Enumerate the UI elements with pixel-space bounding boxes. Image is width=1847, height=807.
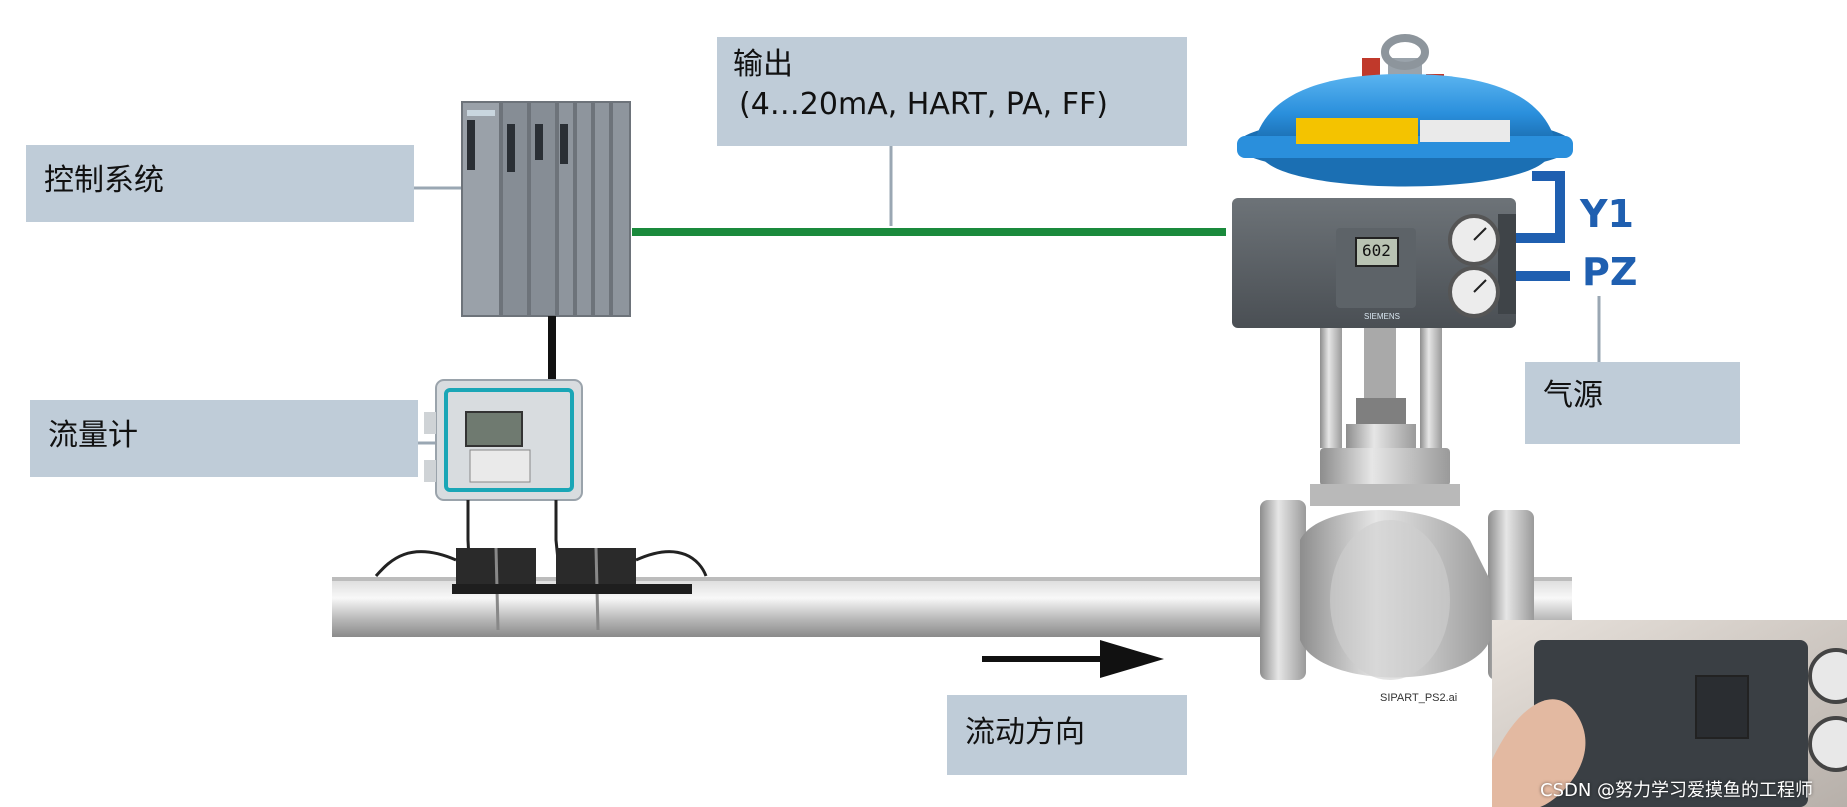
image-caption: SIPART_PS2.ai (1380, 692, 1458, 704)
inset-photo (1492, 620, 1847, 807)
output-protocols-text: (4…20mA, HART, PA, FF) (739, 87, 1108, 122)
flow-direction-text: 流动方向 (965, 715, 1085, 750)
control-valve (1232, 34, 1573, 680)
label-air-supply: 气源 (1525, 362, 1740, 444)
positioner-lcd-text: 602 (1362, 241, 1391, 260)
air-supply-text: 气源 (1543, 378, 1603, 413)
plc-rack (461, 101, 631, 317)
label-control-system: 控制系统 (26, 145, 414, 222)
watermark: CSDN @努力学习爱摸鱼的工程师 (1540, 780, 1814, 801)
flowmeter-device (374, 379, 708, 631)
positioner-brand-text: SIEMENS (1364, 312, 1401, 321)
plc-flowmeter-cable (548, 316, 556, 380)
port-pz-label: PZ (1582, 250, 1638, 294)
output-title-text: 输出 (733, 47, 793, 82)
label-output: 输出 (4…20mA, HART, PA, FF) (717, 37, 1187, 146)
flowmeter-text: 流量计 (48, 418, 138, 453)
control-system-text: 控制系统 (44, 163, 164, 198)
label-flow-direction: 流动方向 (947, 695, 1187, 775)
port-y1-label: Y1 (1580, 192, 1634, 236)
label-flowmeter: 流量计 (30, 400, 418, 477)
flow-direction-arrow (982, 640, 1164, 678)
